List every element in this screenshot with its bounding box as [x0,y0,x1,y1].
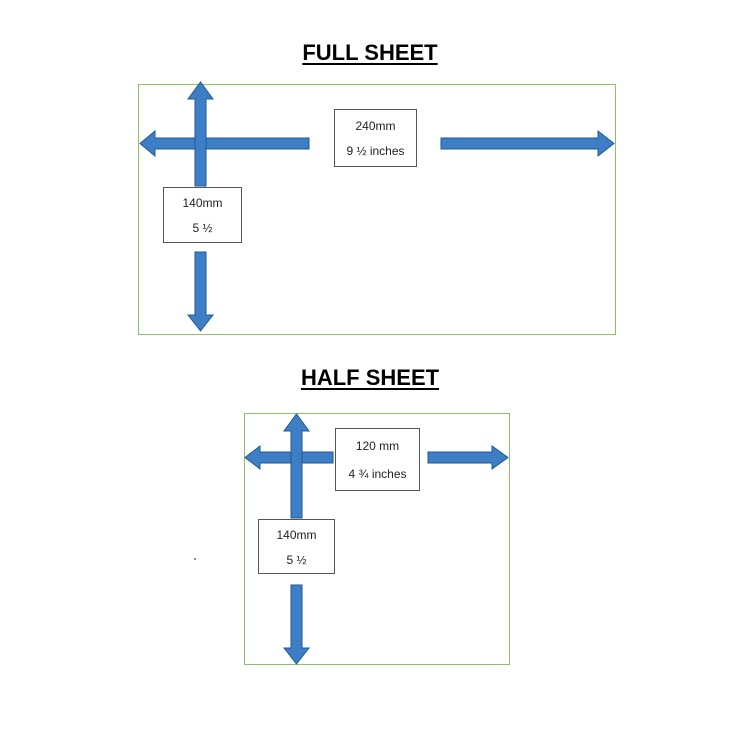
full-height-arrow-up [187,81,214,187]
full-width-inches: 9 ½ inches [346,144,405,158]
full-width-arrow-right [440,129,615,158]
speck [194,558,196,560]
full-height-arrow-down [186,251,215,332]
half-width-mm: 120 mm [355,439,400,453]
half-width-arrow-left [244,444,334,471]
full-width-mm: 240mm [355,119,396,133]
half-width-inches: 4 ¾ inches [348,467,407,481]
half-height-mm: 140mm [276,528,317,542]
half-height-inches: 5 ½ [286,553,307,567]
full-sheet-title: FULL SHEET [302,40,438,65]
half-width-label: 120 mm 4 ¾ inches [335,428,420,491]
full-height-inches: 5 ½ [192,221,213,235]
full-height-mm: 140mm [182,196,223,210]
full-width-arrow-left [139,129,310,158]
half-height-arrow-up [283,413,310,519]
half-height-arrow-down [282,584,311,665]
full-height-label: 140mm 5 ½ [163,187,242,243]
half-height-label: 140mm 5 ½ [258,519,335,574]
half-width-arrow-right [427,445,509,470]
full-width-label: 240mm 9 ½ inches [334,109,417,167]
half-sheet-title: HALF SHEET [300,365,440,390]
